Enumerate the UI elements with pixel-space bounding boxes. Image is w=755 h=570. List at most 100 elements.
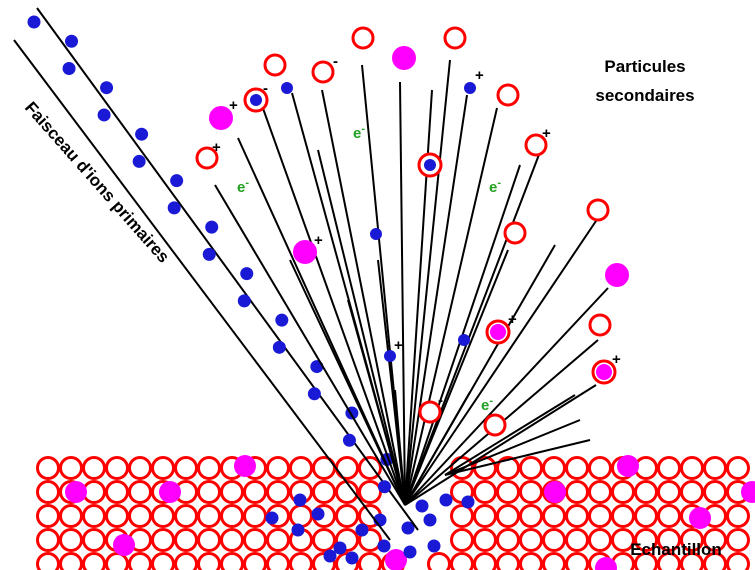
lattice-atom: [36, 480, 60, 504]
lattice-atom: [450, 552, 474, 570]
lattice-atom: [197, 480, 221, 504]
lattice-atom: [496, 456, 520, 480]
lattice-atom: [542, 552, 566, 570]
positive-charge: +: [314, 232, 323, 249]
lattice-atom: [59, 456, 83, 480]
lattice-atom: [105, 552, 129, 570]
lattice-impurity-atom: [544, 481, 566, 503]
primary-ion: [65, 34, 79, 48]
lattice-atom: [289, 456, 313, 480]
positive-ion-atom: [195, 146, 219, 170]
lattice-atom: [703, 456, 727, 480]
secondary-ion: [384, 350, 396, 362]
implanted-ion: [423, 513, 437, 527]
lattice-atom: [473, 480, 497, 504]
implanted-ion: [333, 541, 347, 555]
implanted-ion: [345, 551, 359, 565]
lattice-impurity-atom: [65, 481, 87, 503]
lattice-atom: [542, 528, 566, 552]
lattice-atom: [335, 528, 359, 552]
secondary-atom: [483, 413, 507, 437]
primary-ion: [205, 220, 219, 234]
implanted-ion: [461, 495, 475, 509]
sample-lattice: [36, 455, 755, 570]
secondary-impurity: [209, 106, 233, 130]
primary-ion: [170, 174, 184, 188]
secondary-ion: [281, 82, 293, 94]
implanted-ion: [311, 507, 325, 521]
lattice-atom: [611, 480, 635, 504]
lattice-atom: [335, 504, 359, 528]
lattice-atom: [680, 528, 704, 552]
trajectory-line: [404, 217, 599, 506]
lattice-atom: [542, 504, 566, 528]
lattice-atom: [496, 528, 520, 552]
primary-ion: [275, 313, 289, 327]
trajectory-line: [444, 419, 581, 476]
lattice-atom: [634, 504, 658, 528]
lattice-atom: [519, 552, 543, 570]
beam-label: Faisceau d'ions primaires: [21, 98, 173, 266]
trajectory-line: [289, 259, 406, 506]
lattice-atom: [174, 504, 198, 528]
lattice-atom: [657, 456, 681, 480]
lattice-atom: [519, 528, 543, 552]
lattice-atom: [197, 504, 221, 528]
lattice-atom: [82, 504, 106, 528]
lattice-atom: [565, 552, 589, 570]
trajectory-line: [259, 99, 406, 506]
lattice-atom: [588, 456, 612, 480]
lattice-atom: [450, 504, 474, 528]
lattice-atom: [519, 456, 543, 480]
lattice-atom: [703, 528, 727, 552]
lattice-impurity-atom: [113, 534, 135, 556]
lattice-atom: [105, 456, 129, 480]
lattice-impurity-atom: [689, 507, 711, 529]
trajectory-line: [399, 81, 406, 506]
electron-charge: -: [245, 177, 249, 189]
lattice-atom: [174, 528, 198, 552]
lattice-atom: [289, 504, 313, 528]
lattice-atom: [243, 480, 267, 504]
electron-charge: -: [361, 123, 365, 135]
lattice-atom: [220, 552, 244, 570]
primary-ion: [27, 15, 41, 29]
lattice-atom: [36, 456, 60, 480]
lattice-atom: [243, 528, 267, 552]
lattice-atom: [312, 480, 336, 504]
lattice-atom: [220, 480, 244, 504]
secondary-atom: [263, 53, 287, 77]
lattice-atom: [151, 504, 175, 528]
electron-symbol: e-: [237, 177, 249, 196]
lattice-atom: [151, 552, 175, 570]
trajectory-line: [214, 184, 406, 506]
lattice-atom: [335, 552, 359, 570]
trajectory-line: [404, 391, 471, 506]
primary-ion: [307, 387, 321, 401]
negative-charge: -: [263, 80, 268, 97]
lattice-atom: [105, 504, 129, 528]
trajectory-line: [444, 439, 591, 476]
lattice-atom: [220, 528, 244, 552]
trajectory-line: [321, 89, 406, 506]
secondary-particles-label-line1: Particules: [604, 57, 685, 76]
lattice-atom: [611, 528, 635, 552]
lattice-atom: [36, 528, 60, 552]
lattice-atom: [657, 528, 681, 552]
lattice-atom: [680, 552, 704, 570]
lattice-impurity-atom: [159, 481, 181, 503]
positive-charge: +: [542, 125, 551, 142]
primary-ion: [135, 127, 149, 141]
lattice-atom: [703, 552, 727, 570]
primary-ion: [415, 499, 429, 513]
beam-edge-upper: [36, 7, 419, 531]
trajectory-line: [377, 259, 406, 506]
beam-edge-lower: [13, 39, 391, 541]
lattice-atom: [36, 552, 60, 570]
lattice-atom: [358, 552, 382, 570]
cluster-core: [424, 159, 436, 171]
secondary-atom: [588, 313, 612, 337]
lattice-atom: [82, 528, 106, 552]
primary-ion: [237, 294, 251, 308]
